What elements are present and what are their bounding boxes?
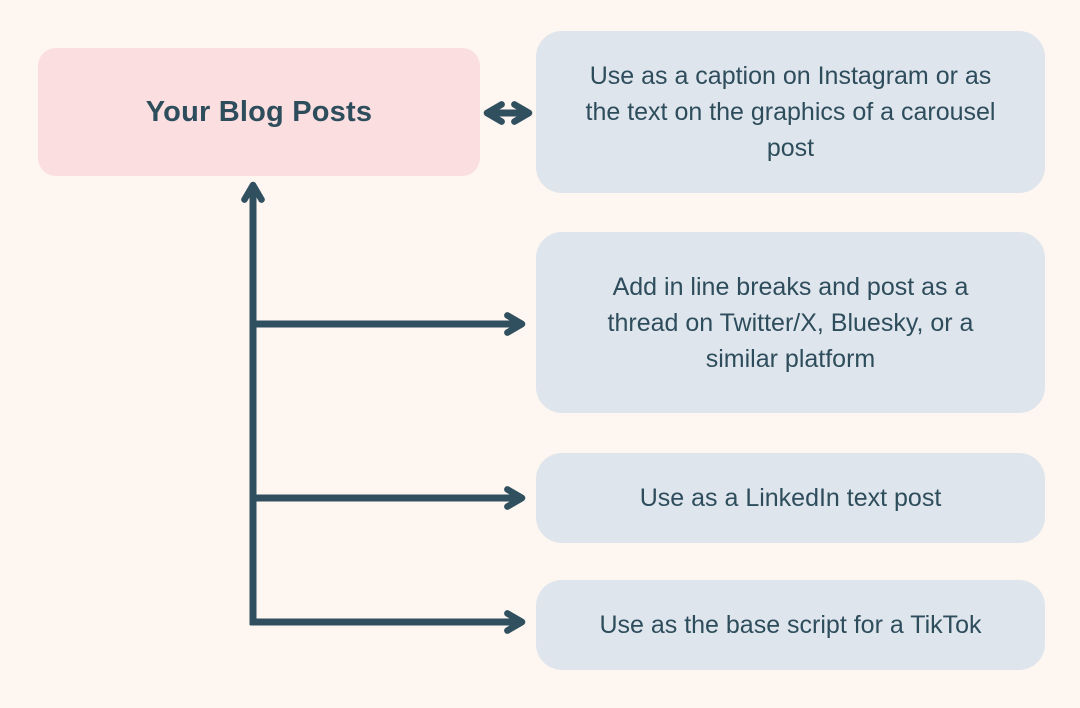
target-box-linkedin-label: Use as a LinkedIn text post: [639, 484, 942, 512]
target-box-tiktok-label: Use as the base script for a TikTok: [599, 611, 982, 639]
target-box-instagram: Use as a caption on Instagram or as the …: [536, 31, 1045, 193]
target-box-thread: Add in line breaks and post as a thread …: [536, 232, 1045, 413]
source-box-title: Your Blog Posts: [145, 95, 373, 128]
target-box-tiktok: Use as the base script for a TikTok: [536, 580, 1045, 670]
target-box-linkedin: Use as a LinkedIn text post: [536, 453, 1045, 543]
source-box-blog-posts: Your Blog Posts: [38, 48, 480, 176]
target-box-thread-label: Add in line breaks and post as a thread …: [607, 272, 974, 373]
target-box-instagram-label: Use as a caption on Instagram or as the …: [585, 62, 996, 162]
